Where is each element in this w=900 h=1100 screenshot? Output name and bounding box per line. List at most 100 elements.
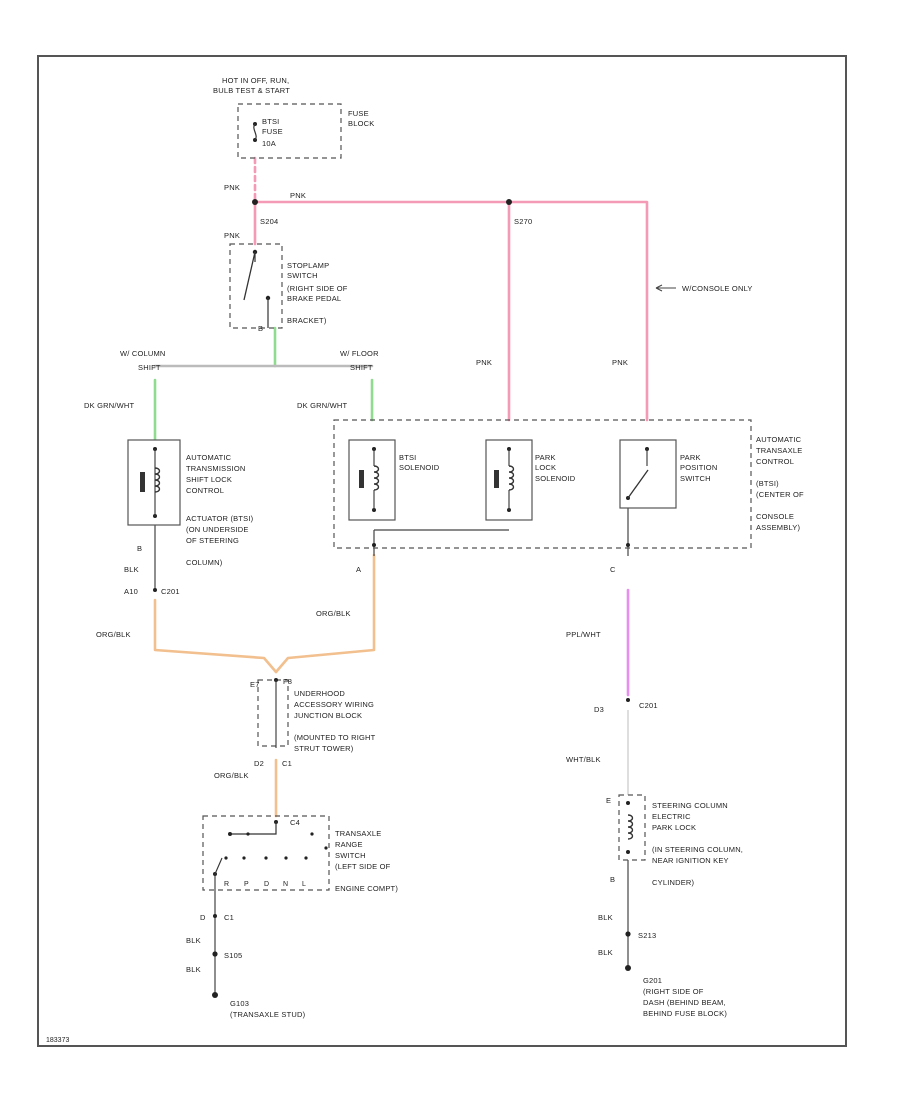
ground-g201-icon (625, 965, 631, 971)
label-c201a: C201 (161, 587, 180, 596)
label-stop2: SWITCH (287, 271, 318, 280)
underhood-junction-block-box (257, 679, 289, 747)
range-contact-1 (246, 832, 250, 836)
label-pnk-v2: PNK (612, 358, 628, 367)
label-pnk-v1: PNK (476, 358, 492, 367)
label-fuse-amp: 10A (262, 139, 276, 148)
label-d-pin: D (200, 913, 206, 922)
park-lock-coil (627, 814, 634, 840)
connector-c201-right (626, 698, 630, 702)
label-pnk-switch: PNK (224, 231, 240, 240)
label-fuse-name1: BTSI (262, 117, 279, 126)
label-orgblk2: ORG/BLK (316, 609, 351, 618)
label-scl5: NEAR IGNITION KEY (652, 856, 729, 865)
label-orgblk3: ORG/BLK (214, 771, 249, 780)
label-b: B (258, 324, 263, 333)
label-ats7: OF STEERING (186, 536, 239, 545)
label-tcc7: ASSEMBLY) (756, 523, 800, 532)
label-trs5: ENGINE COMPT) (335, 884, 398, 893)
label-pl2: LOCK (535, 463, 556, 472)
label-g103a: G103 (230, 999, 249, 1008)
label-fuse-block2: BLOCK (348, 119, 374, 128)
label-e7: E7 (250, 680, 260, 689)
label-scl1: STEERING COLUMN (652, 801, 728, 810)
label-s270: S270 (514, 217, 532, 226)
label-pl1: PARK (535, 453, 556, 462)
wire-orange-right (274, 553, 376, 674)
label-ujb2: ACCESSORY WIRING (294, 700, 374, 709)
range-switch-contact (230, 822, 277, 835)
label-ujb3: JUNCTION BLOCK (294, 711, 362, 720)
fuse-block-box (237, 103, 342, 159)
label-scl3: PARK LOCK (652, 823, 696, 832)
label-c4: C4 (290, 818, 300, 827)
label-s213: S213 (638, 931, 656, 940)
label-btsi1: BTSI (399, 453, 416, 462)
label-trs2: RANGE (335, 840, 363, 849)
module-pin-a (372, 543, 376, 547)
label-pnk-top: PNK (224, 183, 240, 192)
label-f8: F8 (283, 677, 292, 686)
label-tcc3: CONTROL (756, 457, 794, 466)
arrow-console-only (655, 284, 676, 292)
splice-s204-node (252, 199, 258, 205)
label-blk5: BLK (598, 948, 613, 957)
label-flr2: SHIFT (350, 363, 373, 372)
stoplamp-contact (243, 251, 256, 301)
label-p-gear: P (244, 881, 249, 888)
label-dkgrn2: DK GRN/WHT (297, 401, 348, 410)
connector-c1-lower (213, 914, 217, 918)
label-b3: B (610, 875, 615, 884)
label-ujb5: STRUT TOWER) (294, 744, 354, 753)
label-c-pin: C (610, 565, 616, 574)
range-contact-6 (284, 856, 288, 860)
park-lock-terminal-e (626, 801, 630, 805)
park-lock-coil-icon (508, 465, 515, 491)
coil-icon (154, 467, 161, 493)
range-contact-8 (324, 846, 328, 850)
label-c1b: C1 (224, 913, 234, 922)
label-ats5: ACTUATOR (BTSI) (186, 514, 254, 523)
label-blk3: BLK (186, 965, 201, 974)
label-ppl-wht: PPL/WHT (566, 630, 601, 639)
label-tcc5: (CENTER OF (756, 490, 804, 499)
connector-c201-left (153, 588, 157, 592)
label-g201d: BEHIND FUSE BLOCK) (643, 1009, 727, 1018)
label-stop1: STOPLAMP (287, 261, 329, 270)
module-pin-c (626, 543, 630, 547)
label-pnk-h: PNK (290, 191, 306, 200)
label-stop4: BRAKE PEDAL (287, 294, 341, 303)
label-g201a: G201 (643, 976, 662, 985)
label-blk1: BLK (124, 565, 139, 574)
diagram-frame (37, 55, 847, 1047)
label-b2: B (137, 544, 142, 553)
range-contact-3 (224, 856, 228, 860)
label-ats4: CONTROL (186, 486, 224, 495)
label-wht-blk: WHT/BLK (566, 755, 601, 764)
label-dkgrn1: DK GRN/WHT (84, 401, 135, 410)
btsi-core (359, 470, 364, 488)
actuator-core (140, 472, 145, 492)
label-pp2: POSITION (680, 463, 717, 472)
label-col1: W/ COLUMN (120, 349, 166, 358)
label-a-pin: A (356, 565, 361, 574)
splice-s105-node (212, 951, 218, 957)
label-flr1: W/ FLOOR (340, 349, 379, 358)
label-g201c: DASH (BEHIND BEAM, (643, 998, 726, 1007)
label-c201b: C201 (639, 701, 658, 710)
fuse-icon (253, 123, 257, 141)
label-col2: SHIFT (138, 363, 161, 372)
wire-orange-left (153, 598, 278, 674)
label-g201b: (RIGHT SIDE OF (643, 987, 704, 996)
label-ujb4: (MOUNTED TO RIGHT (294, 733, 376, 742)
label-tcc6: CONSOLE (756, 512, 794, 521)
splice-s213-node (625, 931, 631, 937)
label-a10: A10 (124, 587, 138, 596)
stoplamp-switch-box (229, 243, 283, 329)
transaxle-control-box (333, 419, 752, 549)
label-tcc1: AUTOMATIC (756, 435, 802, 444)
label-ats3: SHIFT LOCK (186, 475, 232, 484)
label-trs3: SWITCH (335, 851, 366, 860)
splice-s270-node (506, 199, 512, 205)
range-contact-7 (304, 856, 308, 860)
